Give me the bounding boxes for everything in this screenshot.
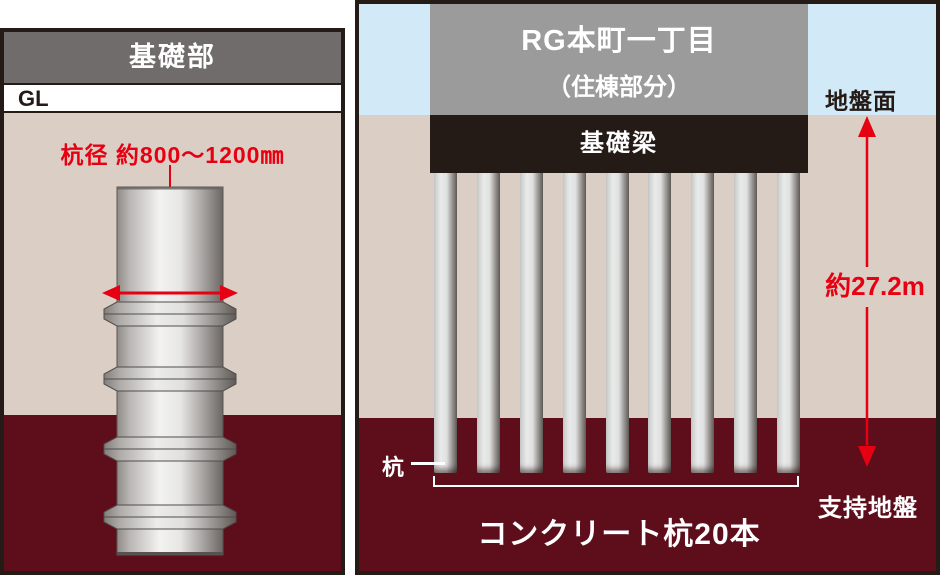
concrete-pile [476, 173, 500, 473]
pile-group-bracket [433, 476, 799, 487]
foundation-beam: 基礎梁 [430, 115, 808, 173]
depth-dimension-arrow [858, 116, 876, 467]
pile-node-rings [103, 301, 237, 530]
concrete-pile [519, 173, 543, 473]
pile-pointer-label: 杭 [382, 455, 405, 480]
panel-title: 基礎部 [129, 42, 216, 72]
diameter-arrow [102, 285, 238, 301]
pile-diameter-label: 杭径 約800～1200㎜ [60, 142, 285, 168]
concrete-pile [648, 173, 672, 473]
pile-detail-panel: 基礎部 GL 杭径 約800～1200㎜ [0, 28, 345, 575]
pile-depth-label: 約27.2m [825, 271, 925, 301]
nodular-pile-illustration [102, 165, 238, 556]
concrete-pile [734, 173, 758, 473]
ground-level-band: GL [4, 85, 341, 113]
building-subtitle: （住棟部分） [547, 74, 691, 101]
pile-count-label: コンクリート杭20本 [477, 518, 761, 551]
ground-level-label: GL [18, 86, 49, 111]
building-block: RG本町一丁目 （住棟部分） [430, 4, 808, 115]
panel-title-bar: 基礎部 [4, 32, 341, 85]
bearing-stratum-label: 支持地盤 [818, 495, 918, 522]
ground-surface-label: 地盤面 [825, 88, 897, 114]
concrete-pile [605, 173, 629, 473]
concrete-pile [691, 173, 715, 473]
building-name: RG本町一丁目 [521, 25, 717, 57]
pile-leader-line [411, 462, 445, 465]
concrete-pile [434, 173, 457, 473]
building-section-panel: RG本町一丁目 （住棟部分） 基礎梁 地盤面 約27.2m 杭 コンクリート杭2… [355, 0, 940, 575]
concrete-pile [777, 173, 800, 473]
concrete-pile [562, 173, 586, 473]
